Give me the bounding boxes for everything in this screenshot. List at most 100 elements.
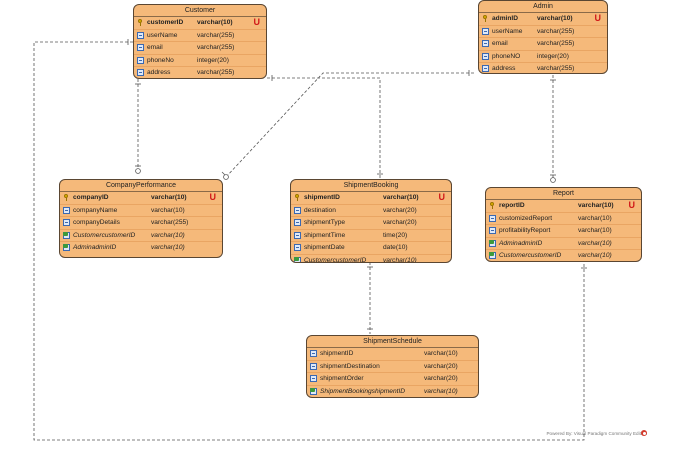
column-type: varchar(20) bbox=[424, 362, 458, 370]
unique-constraint-icon: U bbox=[628, 200, 636, 210]
column-name: shipmentOrder bbox=[320, 375, 364, 383]
column-row[interactable]: userName varchar(255) bbox=[479, 26, 607, 39]
column-name: reportID bbox=[499, 202, 525, 209]
column-type: varchar(255) bbox=[151, 219, 189, 227]
entity-title: CompanyPerformance bbox=[60, 180, 222, 192]
column-row[interactable]: ShipmentBookingshipmentID varchar(10) bbox=[307, 386, 478, 397]
column-name: email bbox=[492, 40, 508, 48]
column-name: phoneNO bbox=[492, 52, 521, 60]
column-name: companyDetails bbox=[73, 219, 120, 227]
column-icon bbox=[63, 219, 70, 227]
column-icon bbox=[310, 350, 317, 357]
column-icon bbox=[63, 206, 70, 214]
foreign-key-icon bbox=[63, 231, 70, 239]
column-row[interactable]: reportID varchar(10) U bbox=[486, 200, 641, 213]
column-name: email bbox=[147, 44, 163, 52]
column-name: userName bbox=[492, 27, 523, 35]
column-row[interactable]: shipmentDate date(10) bbox=[291, 242, 451, 255]
entity-title: ShipmentSchedule bbox=[307, 336, 478, 348]
primary-key-icon bbox=[294, 194, 301, 201]
column-row[interactable]: shipmentID varchar(10) bbox=[307, 348, 478, 361]
rel-customer-shipmentbooking bbox=[267, 77, 381, 178]
column-name: customizedReport bbox=[499, 214, 553, 222]
column-row[interactable]: AdminadminID varchar(10) bbox=[486, 238, 641, 251]
column-icon bbox=[294, 231, 301, 239]
column-type: varchar(10) bbox=[424, 387, 458, 395]
column-row[interactable]: address varchar(255) bbox=[479, 63, 607, 73]
entity-shipmentschedule[interactable]: ShipmentSchedule shipmentID varchar(10) s… bbox=[306, 335, 479, 398]
column-name: CustomercustomerID bbox=[499, 252, 562, 260]
column-type: varchar(10) bbox=[578, 227, 612, 235]
rel-customer-report bbox=[33, 41, 585, 441]
column-type: varchar(10) bbox=[578, 239, 612, 247]
entity-companyperformance[interactable]: CompanyPerformance companyID varchar(10) U… bbox=[59, 179, 223, 258]
primary-key-icon bbox=[137, 19, 144, 26]
column-name: address bbox=[147, 69, 171, 77]
column-type: date(10) bbox=[383, 244, 408, 252]
unique-constraint-icon: U bbox=[209, 192, 217, 202]
column-name: phoneNo bbox=[147, 56, 174, 64]
column-row[interactable]: companyDetails varchar(255) bbox=[60, 217, 222, 230]
column-type: varchar(10) bbox=[537, 15, 573, 22]
entity-title: Customer bbox=[134, 5, 266, 17]
entity-title: Admin bbox=[479, 1, 607, 13]
footer-credit: Powered By: Visual Paradigm Community Ed… bbox=[546, 431, 647, 436]
column-type: varchar(255) bbox=[537, 27, 575, 35]
column-name: address bbox=[492, 65, 516, 73]
column-name: ShipmentBookingshipmentID bbox=[320, 387, 406, 395]
column-type: integer(20) bbox=[197, 56, 229, 64]
unique-constraint-icon: U bbox=[438, 192, 446, 202]
column-name: shipmentID bbox=[320, 350, 354, 357]
column-name: CustomercustomerID bbox=[304, 256, 367, 263]
column-icon bbox=[482, 27, 489, 35]
primary-key-icon bbox=[482, 15, 489, 22]
column-name: customerID bbox=[147, 19, 184, 26]
column-name: CustomercustomerID bbox=[73, 231, 136, 239]
foreign-key-icon bbox=[489, 252, 496, 260]
column-row[interactable]: companyID varchar(10) U bbox=[60, 192, 222, 205]
column-row[interactable]: phoneNo integer(20) bbox=[134, 55, 266, 68]
column-type: varchar(10) bbox=[424, 350, 458, 357]
column-name: shipmentType bbox=[304, 219, 346, 227]
foreign-key-icon bbox=[63, 244, 70, 252]
column-name: shipmentDate bbox=[304, 244, 345, 252]
column-type: varchar(255) bbox=[537, 65, 575, 73]
column-row[interactable]: email varchar(255) bbox=[479, 38, 607, 51]
column-type: varchar(255) bbox=[537, 40, 575, 48]
column-name: profitabilityReport bbox=[499, 227, 551, 235]
column-icon bbox=[137, 44, 144, 52]
column-icon bbox=[294, 206, 301, 214]
column-icon bbox=[294, 219, 301, 227]
column-type: varchar(10) bbox=[151, 194, 187, 201]
column-row[interactable]: profitabilityReport varchar(10) bbox=[486, 225, 641, 238]
column-icon bbox=[137, 56, 144, 64]
column-icon bbox=[310, 375, 317, 383]
column-type: time(20) bbox=[383, 231, 408, 239]
column-name: companyID bbox=[73, 194, 109, 201]
column-type: varchar(10) bbox=[578, 202, 614, 209]
unique-constraint-icon: U bbox=[253, 17, 261, 27]
column-name: AdminadminID bbox=[499, 239, 543, 247]
